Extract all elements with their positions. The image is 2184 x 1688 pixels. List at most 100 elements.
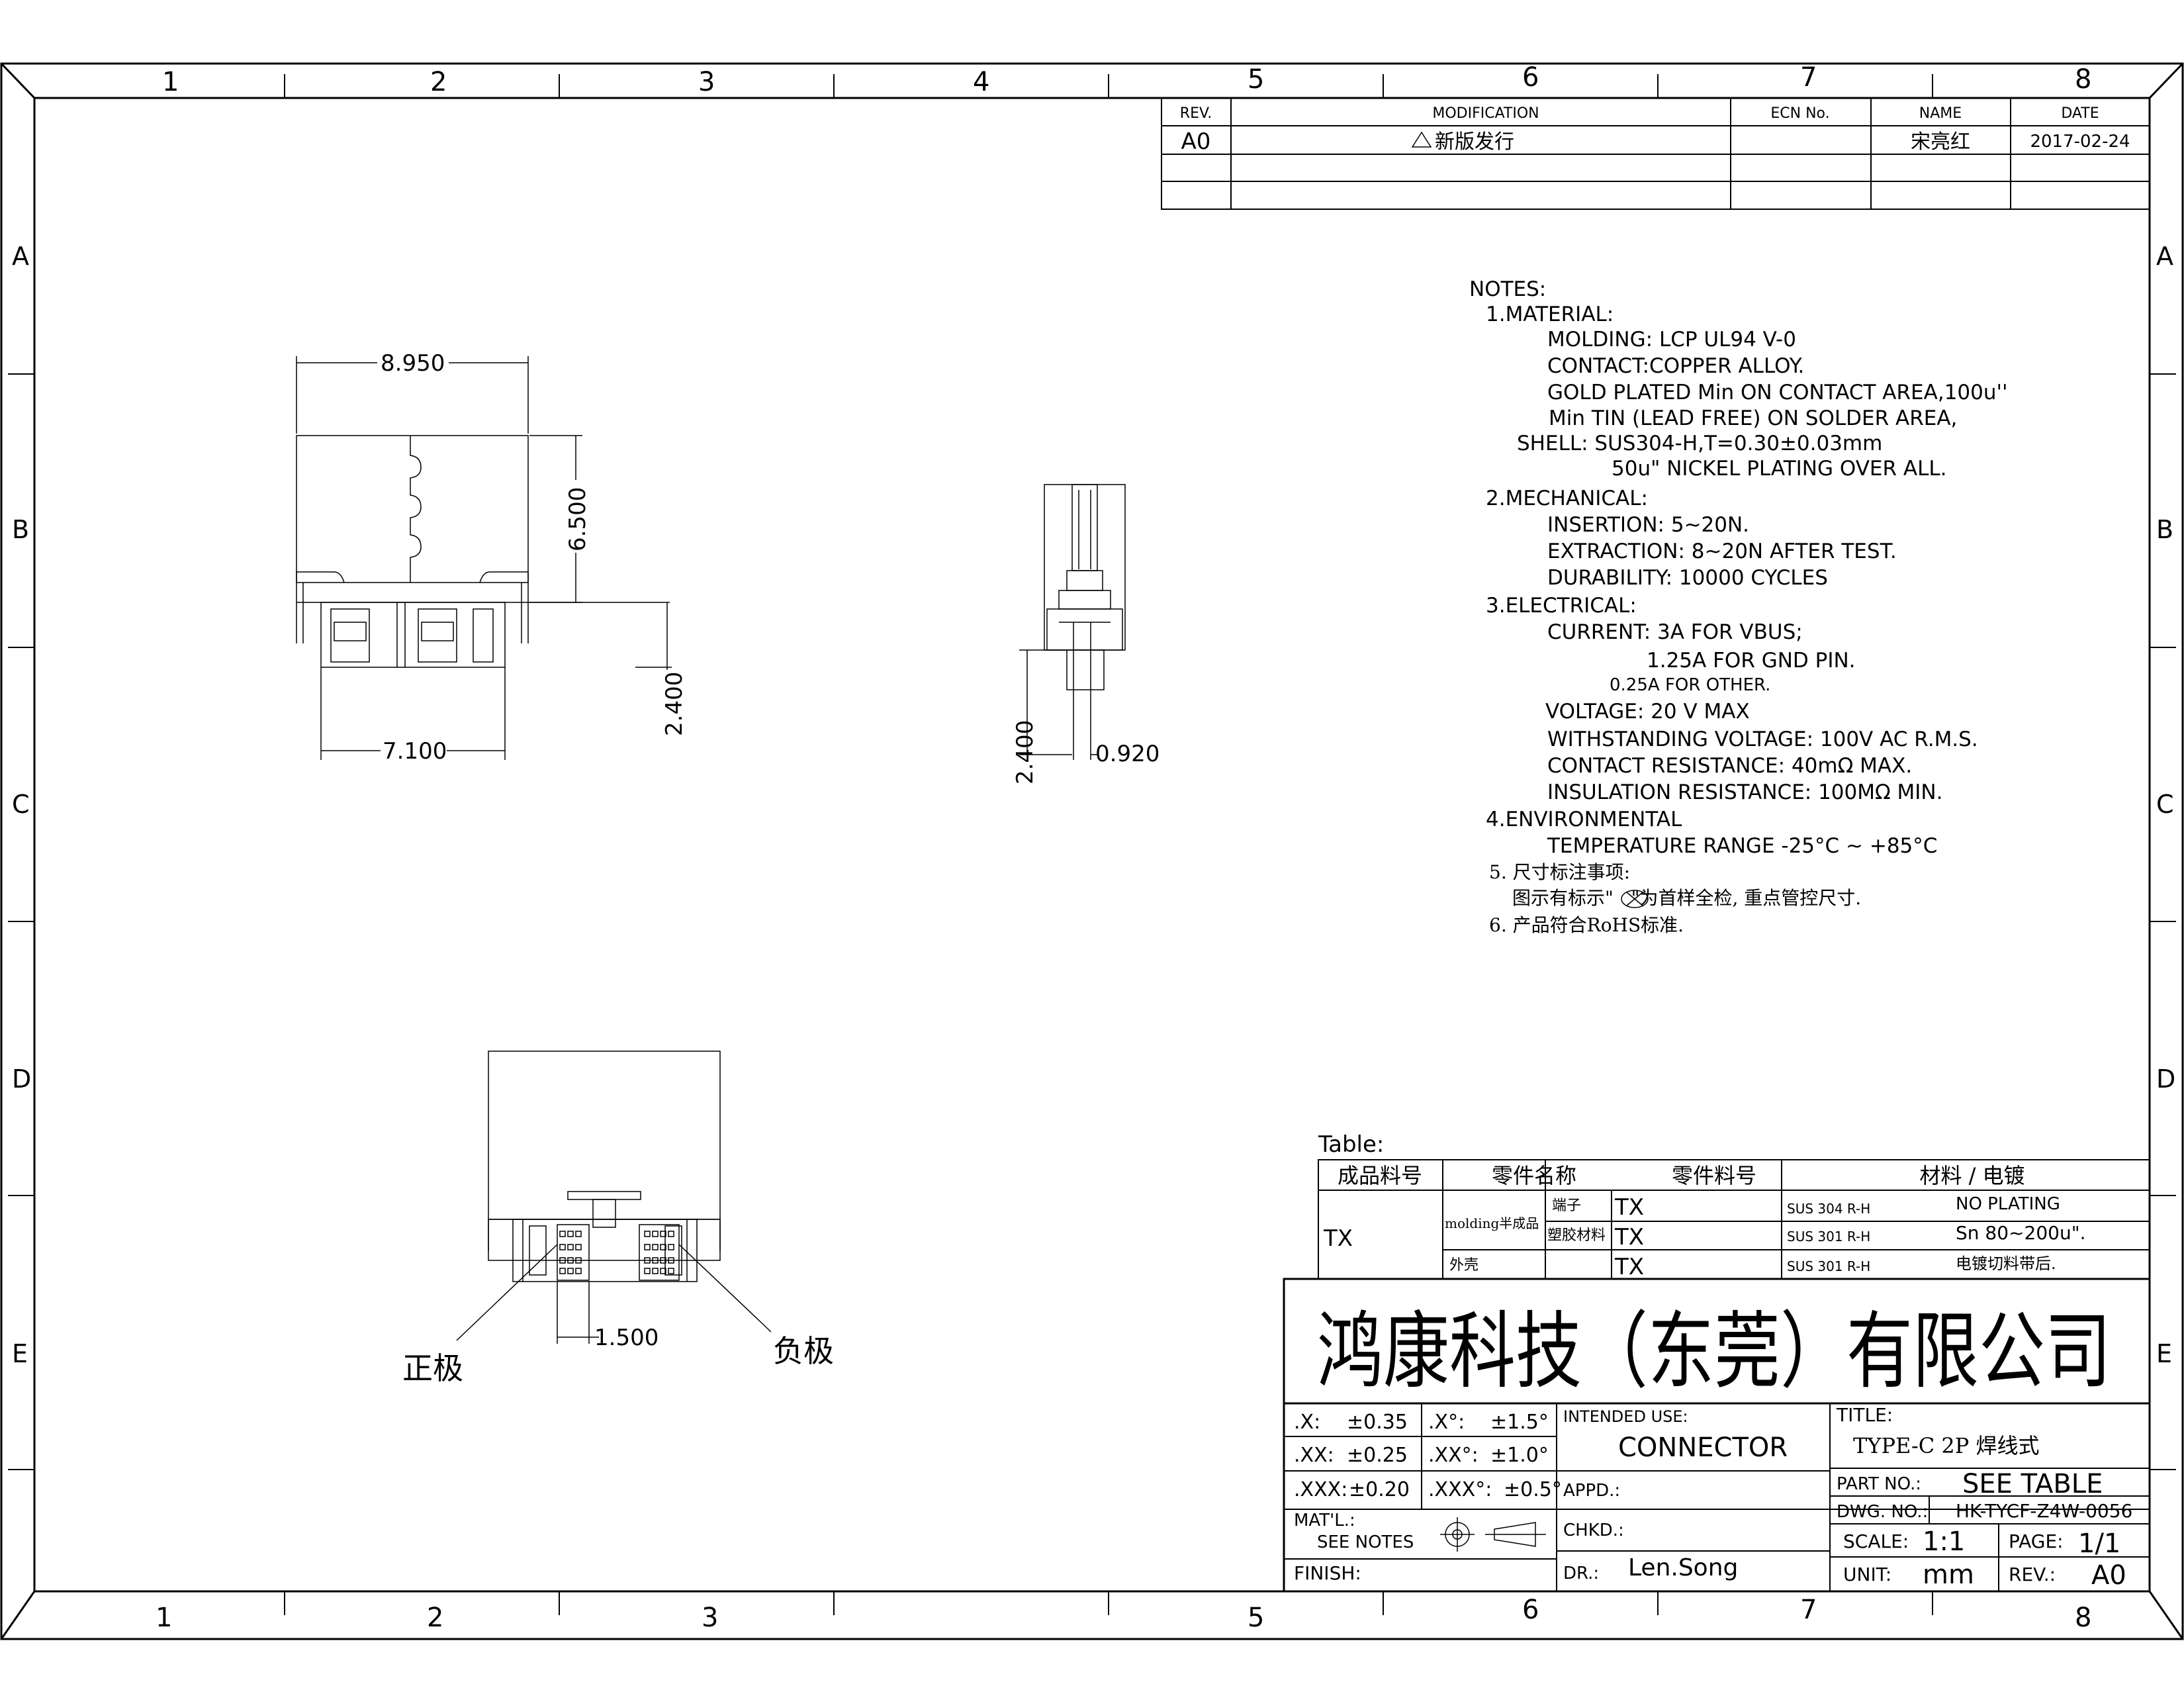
note-line: INSULATION RESISTANCE: 100MΩ MIN. [1547,780,1942,804]
row-label: B [2156,515,2173,544]
drawn-by-value: Len.Song [1628,1554,1738,1581]
note-line: WITHSTANDING VOLTAGE: 100V AC R.M.S. [1547,727,1978,751]
row-label: B [12,515,29,544]
tolerance-label: .X: [1294,1411,1320,1434]
note-line: 图示有标示" "为首样全检, 重点管控尺寸. [1512,887,1861,909]
note-line: 4.ENVIRONMENTAL [1486,808,1682,831]
ecn-header: ECN No. [1770,105,1829,122]
tolerance-value: ±0.20 [1349,1478,1410,1501]
column-label: 6 [1522,1595,1539,1625]
scale-value: 1:1 [1923,1526,1965,1557]
row-label: A [12,242,29,271]
tolerance-label: .XX: [1294,1444,1334,1467]
parts-header: 成品料号 [1338,1163,1422,1188]
part-material: SUS 301 R-H [1787,1229,1870,1244]
company-name: 鸿康科技（东莞）有限公司 [1317,1303,2111,1400]
note-line: CURRENT: 3A FOR VBUS; [1547,620,1803,644]
column-label: 7 [1800,1595,1817,1625]
material-value: SEE NOTES [1317,1532,1414,1552]
tolerance-value: ±0.35 [1347,1411,1408,1434]
checked-label: CHKD.: [1563,1521,1624,1540]
modification-header: MODIFICATION [1432,105,1539,122]
dimension-width-bottom: 7.100 [383,738,447,765]
parts-table: Table: 成品料号 零件名称 零件料号 材料 / 电镀 TX molding… [1318,1131,2150,1280]
page-label: PAGE: [2009,1530,2064,1552]
column-label: 3 [698,67,715,97]
row-label: C [2156,790,2174,819]
angle-tolerance-label: .XX°: [1428,1444,1479,1467]
note-line: TEMPERATURE RANGE -25°C ~ +85°C [1547,834,1937,858]
revision-triangle-icon [1411,131,1432,148]
product-number: TX [1323,1225,1353,1252]
intended-use-label: INTENDED USE: [1563,1407,1688,1426]
note-line: DURABILITY: 10000 CYCLES [1547,566,1828,590]
drawing-no-label: DWG. NO.: [1837,1502,1928,1522]
column-label: 5 [1248,1603,1264,1633]
part-plating: Sn 80~200u". [1956,1222,2085,1244]
table-caption: Table: [1318,1131,1384,1158]
note-line: VOLTAGE: 20 V MAX [1545,700,1750,724]
row-label: E [12,1339,28,1368]
part-plating: NO PLATING [1956,1194,2060,1214]
column-label: 7 [1800,62,1817,93]
projection-symbol-icon [1440,1517,1546,1552]
part-no-label: PART NO.: [1837,1474,1921,1494]
drawing-no-value: HK-TYCF-Z4W-0056 [1956,1500,2132,1522]
title-block: 鸿康科技（东莞）有限公司 .X: ±0.35 .X°: ±1.5° .XX: ±… [1283,1278,2151,1593]
column-label: 8 [2075,1603,2091,1633]
angle-tolerance-value: ±1.5° [1490,1411,1549,1434]
row-label: D [2156,1064,2175,1094]
note-line: 1.25A FOR GND PIN. [1647,649,1856,673]
side-view: 2.400 0.920 [1012,484,1160,784]
note-line: CONTACT RESISTANCE: 40mΩ MAX. [1547,754,1912,778]
part-number: TX [1614,1254,1644,1280]
note-line: GOLD PLATED Min ON CONTACT AREA,100u'' [1547,381,2008,404]
angle-tolerance-label: .XXX°: [1428,1478,1492,1501]
positive-label: 正极 [402,1350,463,1386]
title-label: TITLE: [1836,1404,1893,1426]
row-label: A [2156,242,2173,271]
parts-header: 零件料号 [1672,1163,1756,1188]
sheet-border: 1 2 3 4 5 6 7 8 1 2 3 5 6 7 8 A B C D E … [0,62,2184,1640]
front-view: 8.950 6.500 2.400 7.100 [296,350,688,765]
note-line: 0.25A FOR OTHER. [1610,675,1770,695]
tolerance-value: ±0.25 [1347,1444,1408,1467]
rev-value: A0 [2091,1560,2126,1591]
revision-table: REV. MODIFICATION ECN No. NAME DATE A0 新… [1161,97,2150,210]
dimension-side-width: 0.920 [1095,741,1160,767]
tolerance-label: .XXX: [1294,1478,1347,1501]
dimension-side-height: 2.400 [1012,720,1038,784]
name-header: NAME [1919,105,1962,122]
note-line: INSERTION: 5~20N. [1547,513,1749,537]
material-label: MAT'L.: [1294,1511,1355,1530]
column-label: 4 [973,67,989,97]
unit-label: UNIT: [1843,1564,1891,1585]
note-line: MOLDING: LCP UL94 V-0 [1547,328,1796,352]
drawing-title: TYPE-C 2P 焊线式 [1853,1433,2040,1458]
note-line: 3.ELECTRICAL: [1486,594,1637,618]
parts-header: 零件名称 [1492,1163,1576,1188]
note-line: Min TIN (LEAD FREE) ON SOLDER AREA, [1549,406,1957,430]
column-label: 2 [430,67,447,97]
part-number: TX [1614,1194,1644,1221]
part-number: TX [1614,1224,1644,1250]
dimension-pin-pitch: 1.500 [594,1325,659,1351]
notes-heading: NOTES: [1469,277,1546,301]
column-label: 2 [427,1603,443,1633]
bottom-view: 1.500 正极 负极 [402,1051,834,1386]
dimension-width-top: 8.950 [381,350,445,377]
rev-value: A0 [1181,128,1211,155]
angle-tolerance-value: ±1.0° [1490,1444,1549,1467]
note-line: CONTACT:COPPER ALLOY. [1547,354,1804,378]
column-label: 3 [702,1603,718,1633]
negative-label: 负极 [773,1333,834,1369]
note-line: 6. 产品符合RoHS标准. [1489,914,1684,936]
part-plating: 电镀切料带后. [1956,1254,2056,1273]
column-label: 8 [2075,64,2091,95]
angle-tolerance-label: .X°: [1428,1411,1465,1434]
note-line: 2.MECHANICAL: [1486,487,1648,510]
dimension-height-top: 6.500 [565,487,591,551]
row-label: C [12,790,30,819]
angle-tolerance-value: ±0.5° [1504,1478,1562,1501]
